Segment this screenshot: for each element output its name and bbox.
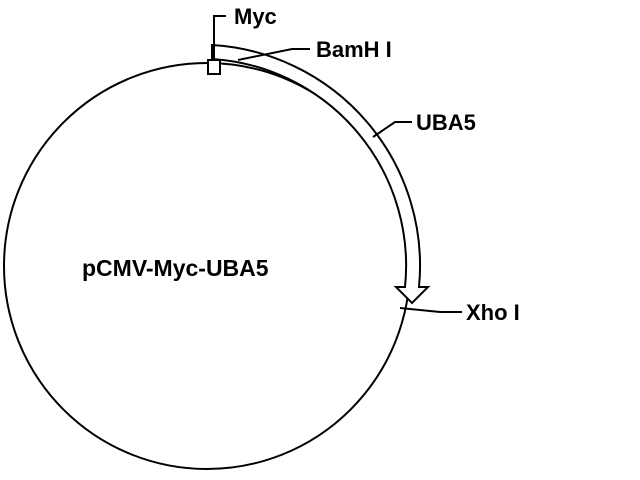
bamhi-label: BamH I [316, 37, 392, 62]
xhoi-label: Xho I [466, 300, 520, 325]
bamhi-leader-line [237, 48, 310, 61]
myc-leader-line [213, 15, 226, 60]
uba5-leader-line [372, 121, 412, 138]
xhoi-leader-line [399, 307, 462, 313]
plasmid-name-label: pCMV-Myc-UBA5 [82, 255, 269, 281]
myc-label: Myc [234, 4, 277, 29]
myc-tag-box [207, 59, 221, 75]
uba5-label: UBA5 [416, 110, 476, 135]
uba5-insert-arrow [211, 43, 431, 305]
